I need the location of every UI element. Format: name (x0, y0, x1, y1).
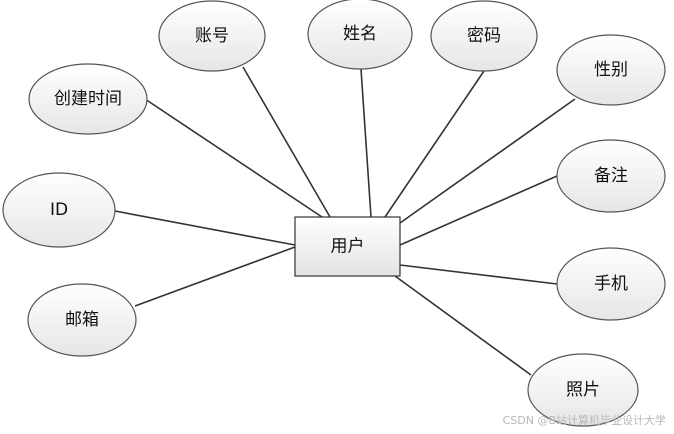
attribute-shape (527, 353, 639, 427)
attribute-shape (556, 139, 666, 213)
attribute-shape (2, 172, 116, 248)
connector-name (360, 68, 372, 218)
attribute-label: 手机 (594, 274, 628, 294)
connector-id (114, 210, 296, 246)
connector-email (134, 246, 296, 307)
attribute-shape (430, 0, 538, 72)
attribute-phone: 手机 (556, 247, 666, 321)
attribute-shape (307, 0, 413, 70)
connector-lines (114, 66, 576, 376)
attribute-label: 创建时间 (54, 89, 122, 109)
attribute-shape (556, 247, 666, 321)
attribute-shape (556, 34, 666, 106)
attribute-photo: 照片 (527, 353, 639, 427)
connector-photo (394, 275, 532, 376)
connector-create-time (144, 98, 323, 218)
attribute-password: 密码 (430, 0, 538, 72)
attribute-create-time: 创建时间 (28, 63, 148, 135)
attribute-label: 密码 (467, 26, 501, 46)
connector-account (242, 66, 331, 218)
attribute-account: 账号 (158, 0, 266, 72)
attribute-name: 姓名 (307, 0, 413, 70)
attribute-label: 备注 (594, 166, 628, 186)
connector-gender (399, 98, 576, 224)
attribute-shape (27, 283, 137, 357)
connector-password (384, 70, 485, 218)
entity-user: 用户 (294, 216, 401, 277)
attribute-label: 照片 (566, 380, 600, 400)
attribute-id: ID (2, 172, 116, 248)
watermark: CSDN @B站计算机毕业设计大学 (502, 414, 666, 427)
attribute-email: 邮箱 (27, 283, 137, 357)
entity-shape (294, 216, 401, 277)
attribute-label: 性别 (594, 60, 628, 80)
attribute-gender: 性别 (556, 34, 666, 106)
attribute-label: 账号 (195, 26, 229, 46)
attribute-label: ID (50, 200, 68, 220)
attribute-remark: 备注 (556, 139, 666, 213)
entity-label: 用户 (331, 237, 365, 257)
attribute-shape (28, 63, 148, 135)
attribute-label: 姓名 (343, 24, 377, 44)
connector-phone (399, 264, 558, 285)
attribute-shape (158, 0, 266, 72)
attribute-label: 邮箱 (65, 310, 99, 330)
connector-remark (399, 175, 558, 246)
